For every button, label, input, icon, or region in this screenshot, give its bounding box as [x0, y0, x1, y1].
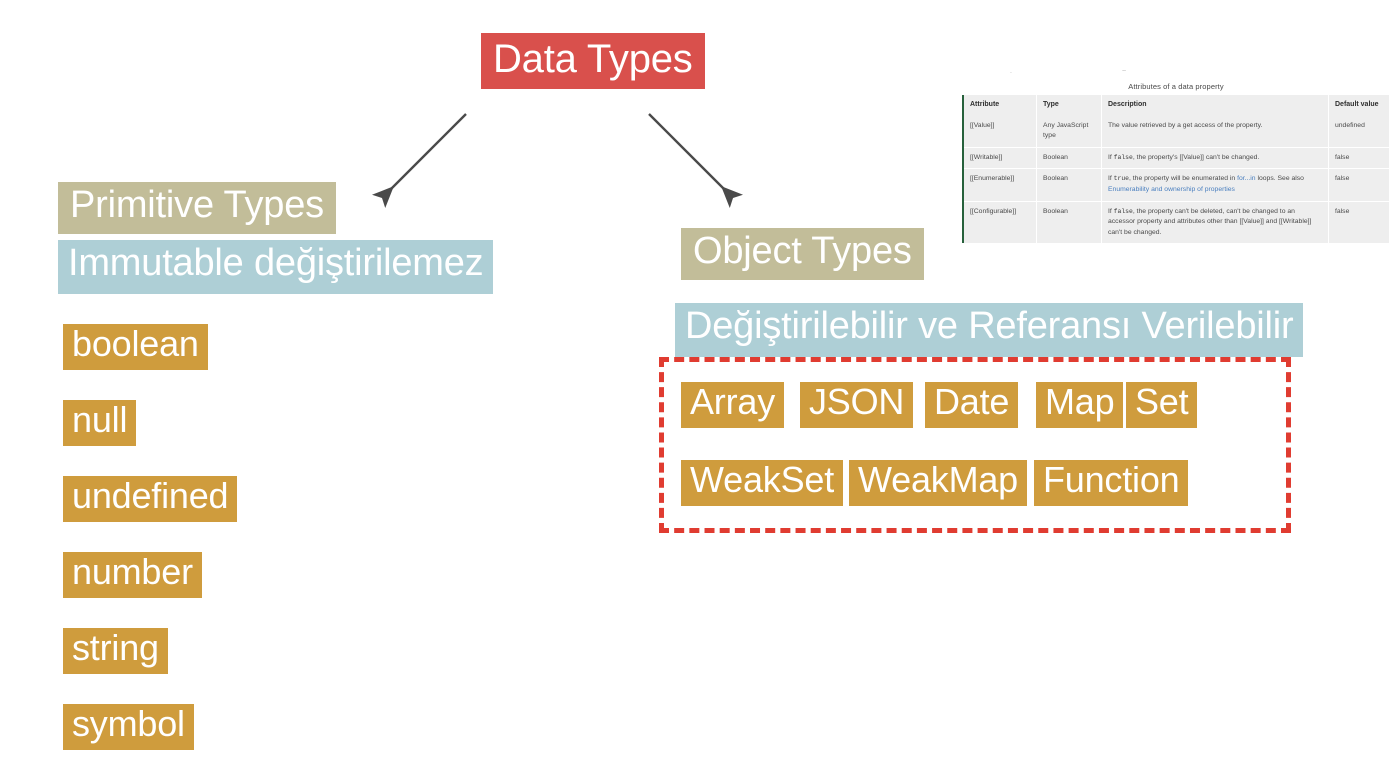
mdn-description-text: If: [1108, 153, 1114, 161]
table-row: [[Enumerable]] Boolean If true, the prop…: [963, 168, 1390, 202]
mdn-cell-description: If false, the property can't be deleted,…: [1101, 201, 1329, 244]
mdn-table: Attribute Type Description Default value…: [962, 95, 1390, 244]
mdn-cell-default: false: [1328, 168, 1390, 202]
arrow-to-object-types: [648, 113, 744, 209]
mdn-description-code: false: [1113, 207, 1133, 215]
object-type-json[interactable]: JSON: [800, 382, 914, 428]
primitive-type-undefined[interactable]: undefined: [63, 476, 238, 522]
primitive-types-description: Immutable değiştirilemez: [58, 240, 494, 294]
mdn-table-header-row: Attribute Type Description Default value: [963, 95, 1390, 116]
mdn-link-enumerability[interactable]: Enumerability and ownership of propertie…: [1108, 185, 1235, 193]
primitive-type-string[interactable]: string: [63, 628, 168, 674]
mdn-data-property-table: Attributes of a data property Attribute …: [962, 82, 1390, 244]
mdn-description-text: If: [1108, 207, 1114, 215]
slide-title: Data Types: [481, 33, 705, 89]
table-artifact-mark-right: ~: [1122, 68, 1127, 75]
mdn-header-type: Type: [1036, 95, 1102, 116]
mdn-description-text-3: loops. See also: [1255, 175, 1304, 183]
mdn-description-text: If: [1108, 175, 1114, 183]
mdn-cell-description: The value retrieved by a get access of t…: [1101, 115, 1329, 148]
object-type-date[interactable]: Date: [925, 382, 1019, 428]
table-row: [[Writable]] Boolean If false, the prope…: [963, 147, 1390, 170]
mdn-cell-attribute: [[Enumerable]]: [963, 168, 1037, 202]
object-type-weakset[interactable]: WeakSet: [681, 460, 844, 506]
mdn-cell-type: Boolean: [1036, 168, 1102, 202]
mdn-cell-description: If false, the property's [[Value]] can't…: [1101, 147, 1329, 170]
mdn-description-text: The value retrieved by a get access of t…: [1108, 121, 1263, 129]
primitive-type-null[interactable]: null: [63, 400, 137, 446]
object-type-weakmap[interactable]: WeakMap: [849, 460, 1028, 506]
object-types-description: Değiştirilebilir ve Referansı Verilebili…: [675, 303, 1304, 357]
mdn-cell-default: false: [1328, 147, 1390, 170]
object-types-heading: Object Types: [681, 228, 924, 280]
mdn-cell-description: If true, the property will be enumerated…: [1101, 168, 1329, 202]
mdn-cell-default: undefined: [1328, 115, 1390, 148]
object-types-group-box: [659, 357, 1291, 533]
mdn-cell-type: Any JavaScript type: [1036, 115, 1102, 148]
object-type-array[interactable]: Array: [681, 382, 785, 428]
table-artifact-mark-left: .: [1010, 68, 1013, 75]
mdn-table-caption: Attributes of a data property: [1128, 82, 1224, 91]
mdn-cell-attribute: [[Value]]: [963, 115, 1037, 148]
mdn-cell-attribute: [[Writable]]: [963, 147, 1037, 170]
primitive-types-heading: Primitive Types: [58, 182, 336, 234]
mdn-description-text-2: , the property will be enumerated in: [1129, 175, 1238, 183]
mdn-cell-attribute: [[Configurable]]: [963, 201, 1037, 244]
mdn-description-code: false: [1113, 153, 1133, 161]
object-type-function[interactable]: Function: [1034, 460, 1189, 506]
mdn-header-attribute: Attribute: [963, 95, 1037, 116]
primitive-type-symbol[interactable]: symbol: [63, 704, 194, 750]
table-row: [[Value]] Any JavaScript type The value …: [963, 115, 1390, 148]
mdn-description-code: true: [1113, 175, 1130, 183]
arrow-to-primitive-types: [371, 113, 467, 209]
mdn-cell-type: Boolean: [1036, 147, 1102, 170]
mdn-link-for-in[interactable]: for...in: [1237, 175, 1256, 183]
mdn-cell-type: Boolean: [1036, 201, 1102, 244]
mdn-description-text-2: , the property can't be deleted, can't b…: [1108, 207, 1312, 236]
table-row: [[Configurable]] Boolean If false, the p…: [963, 201, 1390, 244]
object-type-map[interactable]: Map: [1036, 382, 1124, 428]
object-type-set[interactable]: Set: [1126, 382, 1198, 428]
primitive-type-number[interactable]: number: [63, 552, 202, 598]
mdn-description-text-2: , the property's [[Value]] can't be chan…: [1132, 153, 1260, 161]
mdn-cell-default: false: [1328, 201, 1390, 244]
mdn-header-description: Description: [1101, 95, 1329, 116]
mdn-header-default-value: Default value: [1328, 95, 1390, 116]
primitive-type-boolean[interactable]: boolean: [63, 324, 208, 370]
